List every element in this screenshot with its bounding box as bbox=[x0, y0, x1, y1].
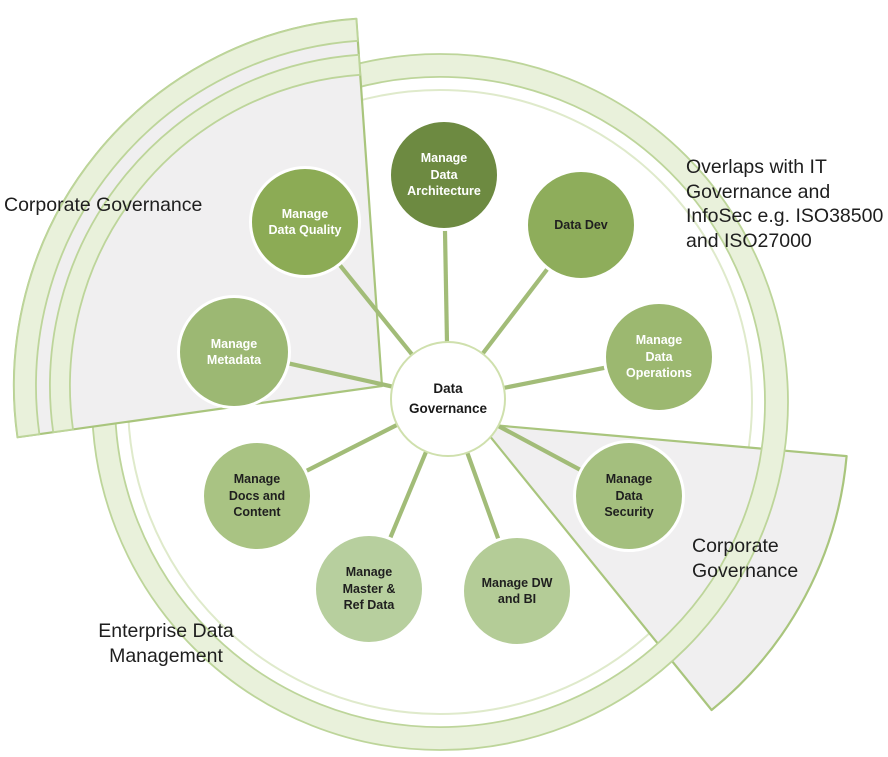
node-manage-docs-and-content: Manage Docs and Content bbox=[201, 440, 313, 552]
node-manage-data-security: Manage Data Security bbox=[573, 440, 685, 552]
label-overlaps-note: Overlaps with IT Governance and InfoSec … bbox=[686, 156, 884, 252]
node-manage-data-architecture: Manage Data Architecture bbox=[388, 119, 500, 231]
node-label-manage-data-architecture: Manage Data Architecture bbox=[407, 151, 481, 199]
label-corporate-governance-left: Corporate Governance bbox=[4, 194, 203, 216]
wedge-top-left-outer-band bbox=[13, 17, 359, 439]
label-corporate-governance-right: Corporate Governance bbox=[692, 535, 799, 582]
node-data-dev: Data Dev bbox=[525, 169, 637, 281]
node-label-manage-data-operations: Manage Data Operations bbox=[626, 333, 692, 381]
label-enterprise-data-management: Enterprise Data Management bbox=[98, 620, 234, 667]
node-label-manage-dw-and-bi: Manage DW and BI bbox=[481, 575, 553, 607]
wedge-top-left-inner-band bbox=[49, 53, 362, 434]
node-manage-data-quality: Manage Data Quality bbox=[249, 166, 361, 278]
node-data-governance-center: Data Governance bbox=[390, 341, 506, 457]
node-label-manage-data-security: Manage Data Security bbox=[604, 472, 654, 520]
node-label-data-dev: Data Dev bbox=[554, 217, 608, 232]
node-manage-data-operations: Manage Data Operations bbox=[603, 301, 715, 413]
node-label-manage-master-ref-data: Manage Master & Ref Data bbox=[342, 565, 396, 613]
node-manage-metadata: Manage Metadata bbox=[177, 295, 291, 409]
node-label-manage-metadata: Manage Metadata bbox=[206, 336, 262, 368]
node-manage-dw-and-bi: Manage DW and BI bbox=[461, 535, 573, 647]
node-manage-master-ref-data: Manage Master & Ref Data bbox=[313, 533, 425, 645]
center-label: Data Governance bbox=[408, 381, 488, 416]
node-label-manage-data-quality: Manage Data Quality bbox=[268, 206, 342, 238]
node-label-manage-docs-and-content: Manage Docs and Content bbox=[228, 472, 286, 520]
